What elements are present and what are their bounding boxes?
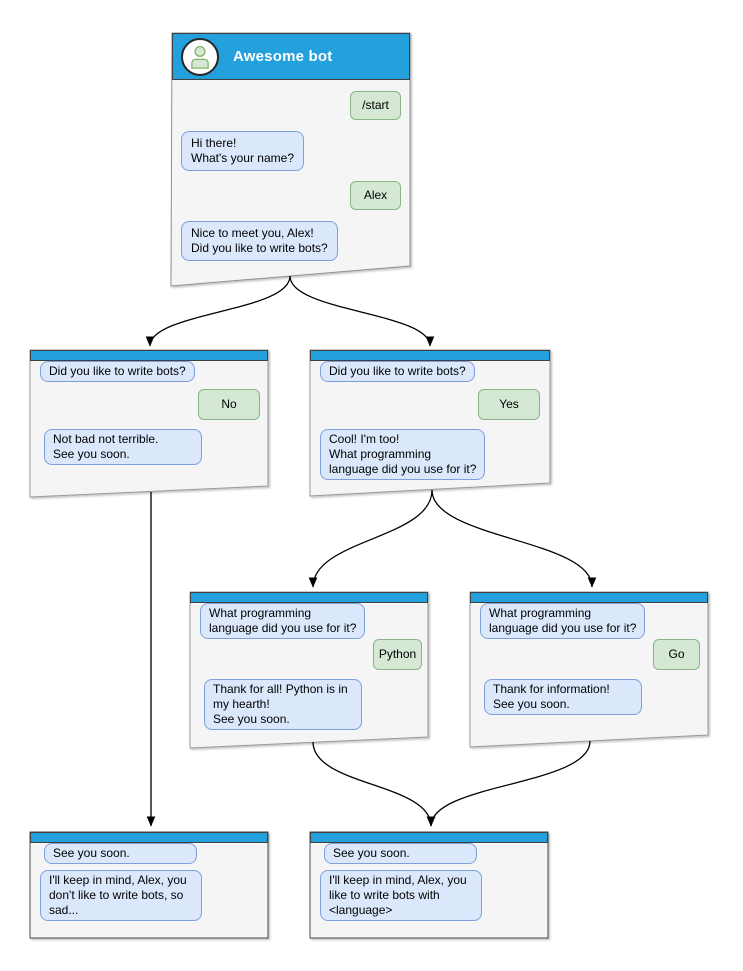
window-body-branch-yes <box>309 349 551 497</box>
window-body-end-yes <box>309 831 549 939</box>
window-body-end-no <box>29 831 269 939</box>
window-body-main <box>170 32 411 287</box>
flow-arrow-go-to-end <box>426 740 591 827</box>
flow-arrow-yes-to-go <box>431 489 597 588</box>
window-body-branch-go <box>469 591 709 748</box>
flow-arrow-yes-to-python <box>308 489 433 588</box>
window-body-branch-python <box>189 591 429 749</box>
flow-arrow-main-to-no <box>145 275 291 347</box>
flow-arrow-python-to-end <box>312 741 436 827</box>
flow-arrow-main-to-yes <box>289 275 435 347</box>
window-body-branch-no <box>29 349 269 498</box>
